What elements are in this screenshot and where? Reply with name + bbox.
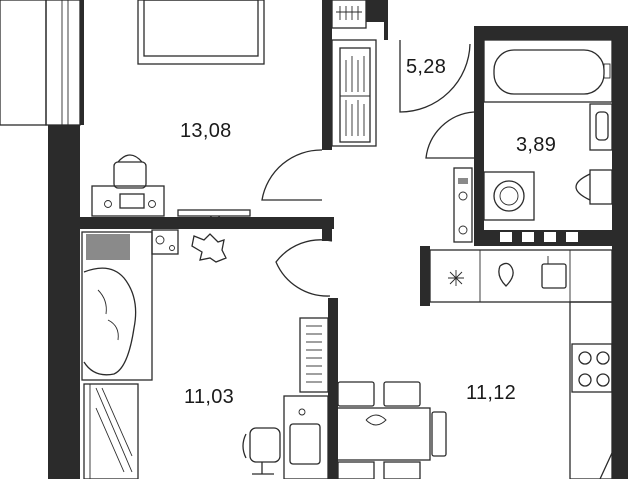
wall-bedroom-kitchen (328, 298, 338, 479)
wall-hall-partition (384, 0, 388, 40)
hallway-door (399, 40, 471, 113)
bath-vent-grille (484, 232, 612, 246)
bathtub (483, 39, 613, 103)
walls (48, 0, 628, 479)
kitchen-chair-corner (599, 452, 613, 480)
water-heater (453, 167, 473, 243)
wall-living-hall (322, 0, 332, 150)
wall-bath-left-upper (474, 26, 484, 246)
wardrobe-top-left (0, 0, 81, 126)
area-label-bedroom: 11,03 (184, 386, 235, 408)
desk-living (91, 154, 165, 217)
nightstand (151, 229, 179, 255)
wall-living-bedroom (80, 217, 334, 229)
wall-stub-mid (322, 229, 332, 241)
dining-table (335, 381, 447, 480)
wall-bath-top (474, 26, 624, 40)
stove (571, 343, 613, 393)
area-label-living-room: 13,08 (180, 120, 232, 142)
bedroom-shelf (299, 317, 329, 393)
wall-right-outer (612, 26, 628, 479)
hall-closet-top (331, 0, 367, 29)
living-room-door (261, 149, 323, 201)
plant (191, 233, 227, 263)
washing-machine (483, 171, 535, 221)
bathroom-door (425, 111, 475, 159)
fridge-symbol (448, 270, 464, 286)
bathroom-sink (589, 103, 613, 151)
bedroom-desk (283, 395, 329, 480)
bed (81, 231, 153, 381)
kitchen-sink (498, 256, 567, 289)
bedroom-wardrobe (83, 383, 139, 480)
hall-wardrobe (331, 39, 377, 147)
wall-kitchen-stub (420, 246, 430, 306)
office-chair (242, 427, 281, 475)
toilet (575, 169, 613, 205)
tv-stand (177, 209, 251, 221)
area-label-bathroom: 3,89 (516, 134, 557, 156)
wall-left-outer (48, 125, 80, 479)
wall-left-upper (80, 0, 84, 125)
area-label-kitchen: 11,12 (466, 382, 517, 404)
kitchen-door (275, 239, 333, 297)
wall-top-stub (366, 0, 384, 22)
sofa (137, 0, 265, 65)
area-label-hallway: 5,28 (406, 56, 447, 78)
